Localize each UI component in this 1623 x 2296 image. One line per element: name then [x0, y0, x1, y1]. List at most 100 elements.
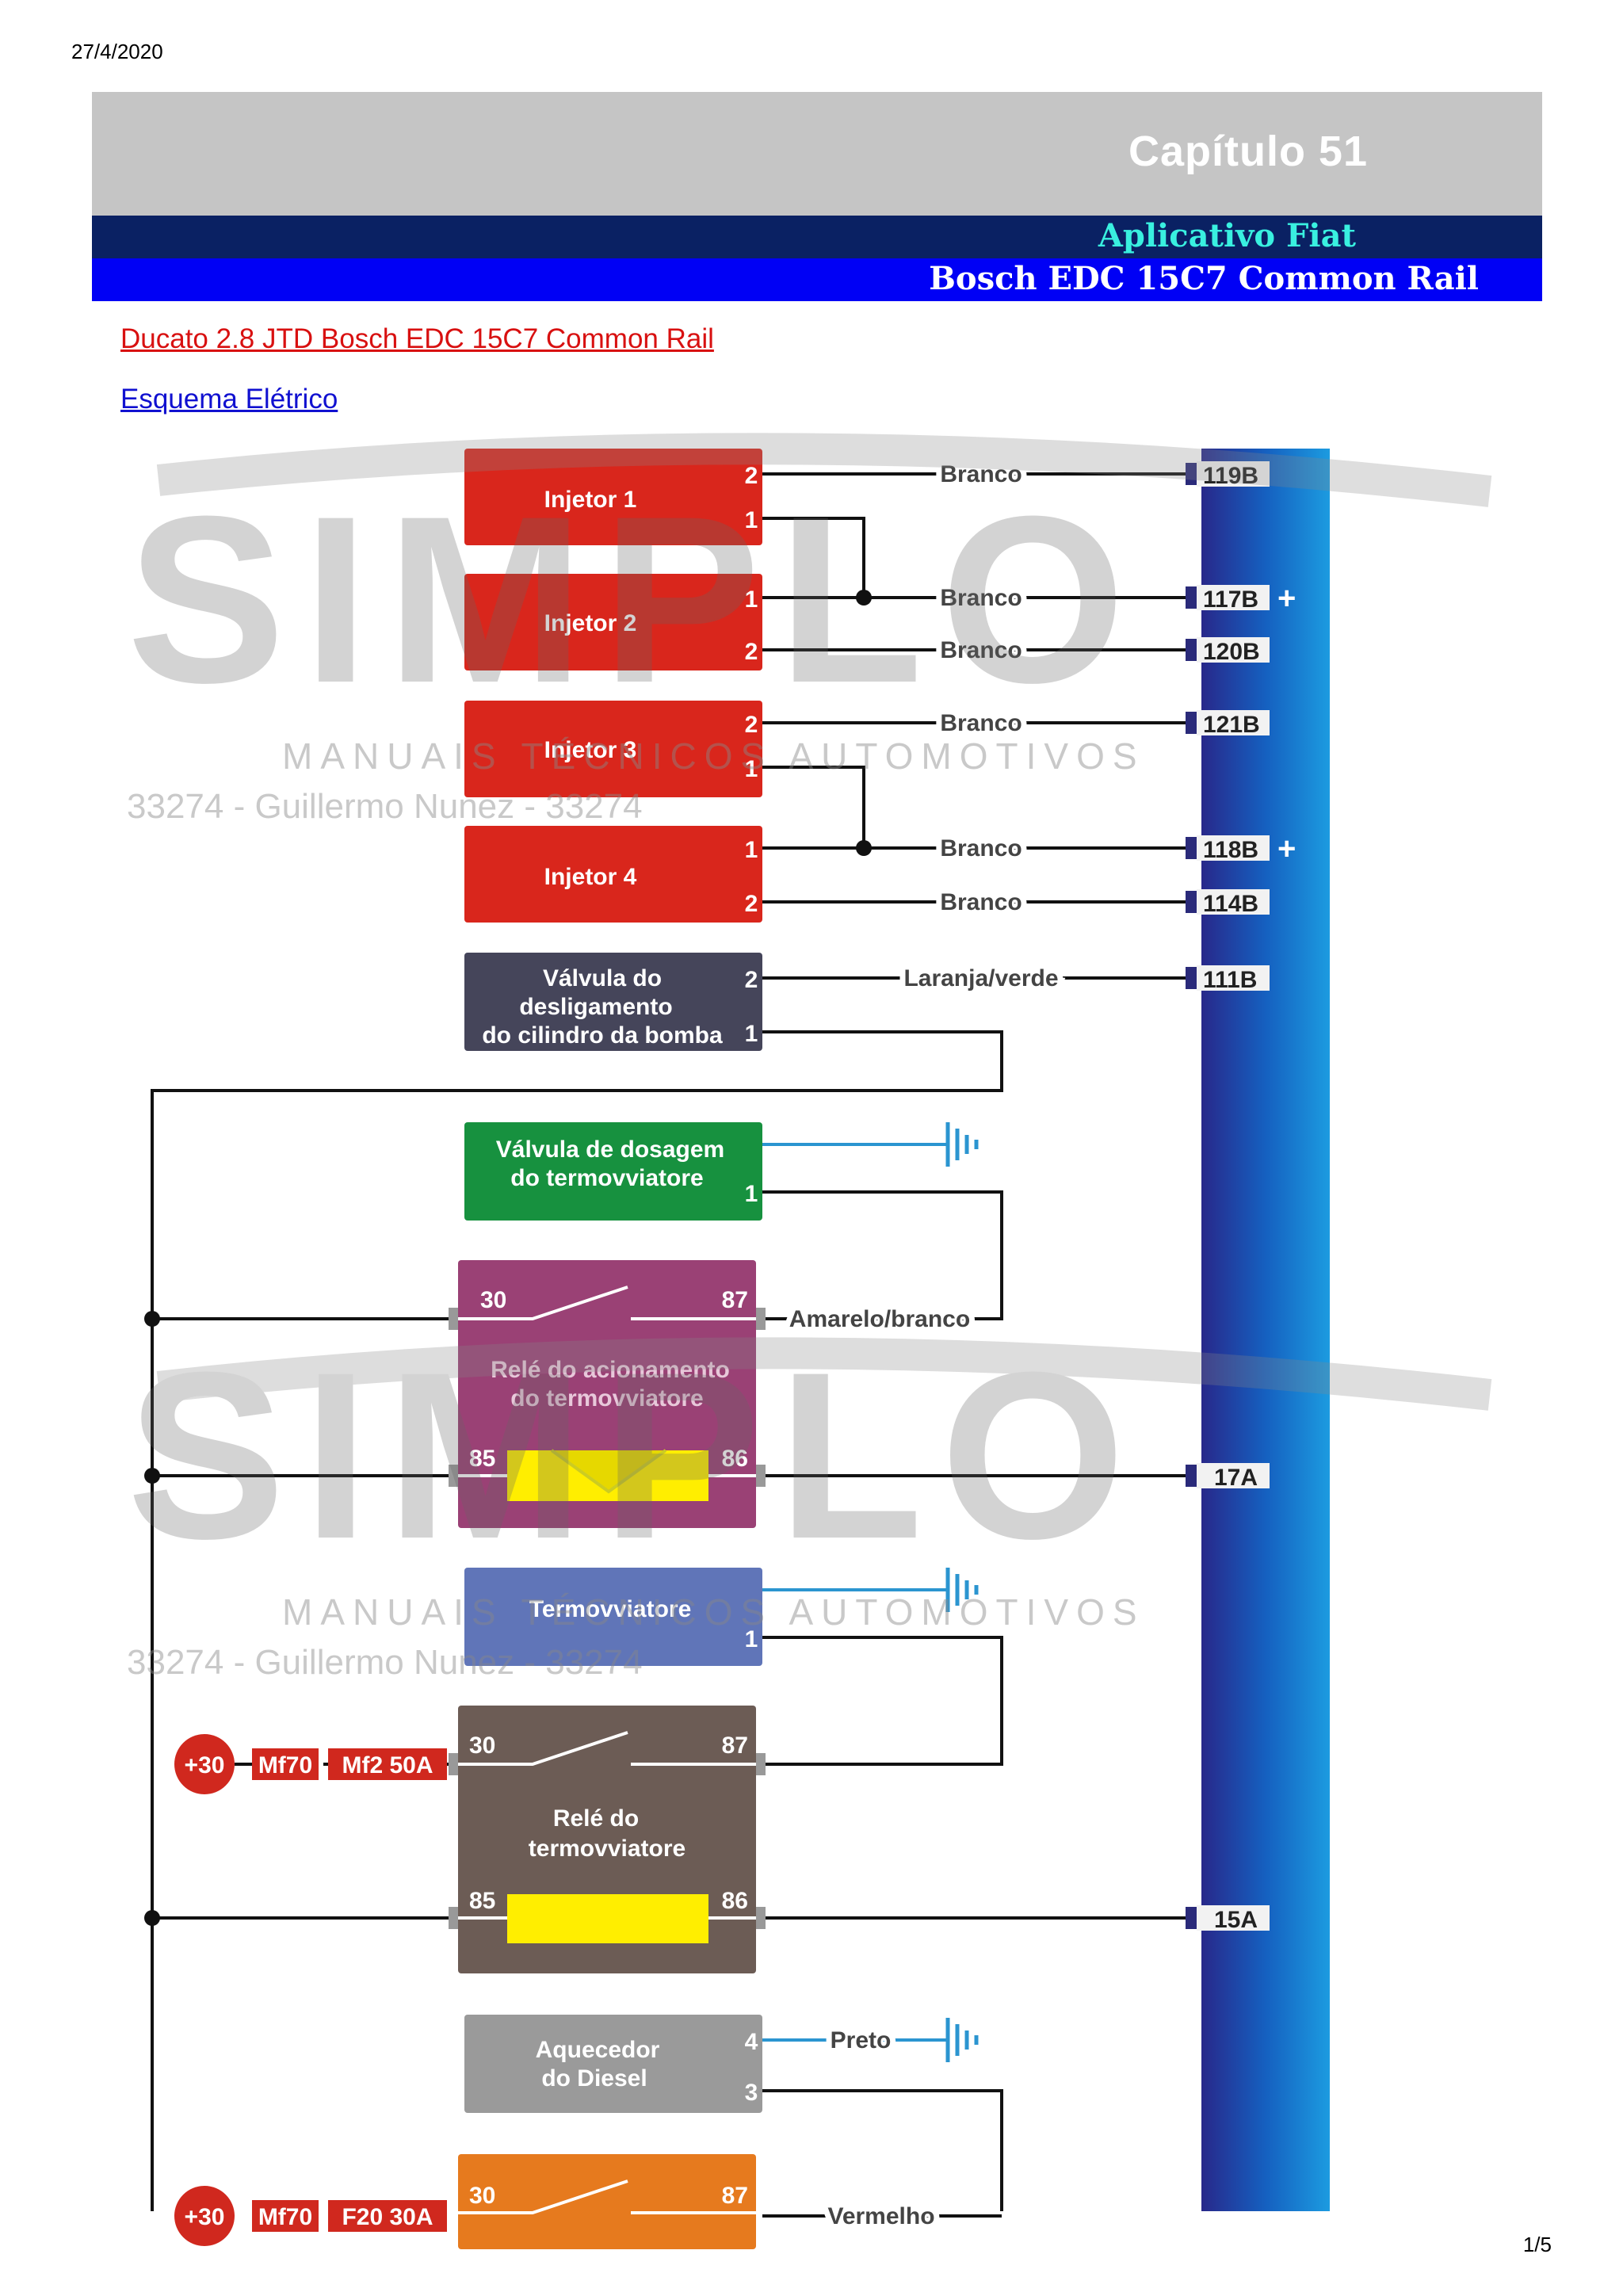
svg-text:SIMPLO: SIMPLO — [127, 1322, 1143, 1588]
wire-label: Branco — [940, 461, 1022, 487]
pin-label: 87 — [722, 2183, 748, 2209]
svg-text:Mf70: Mf70 — [258, 2204, 312, 2230]
junction-dot — [144, 1468, 160, 1484]
pin-label: 2 — [745, 712, 758, 738]
svg-text:33274 - Guillermo Nunez - 3327: 33274 - Guillermo Nunez - 33274 — [127, 787, 643, 826]
watermark: SIMPLO SIMPLO — [127, 433, 1492, 1588]
heater-relay — [458, 2154, 756, 2249]
ecu-pin-119b: 119B — [1186, 461, 1270, 489]
wire-label: Amarelo/branco — [789, 1306, 970, 1332]
dosing-valve-label: Válvula de dosagem — [496, 1137, 724, 1163]
chapter-title: Capítulo 51 — [1128, 128, 1368, 175]
svg-text:15A: 15A — [1214, 1907, 1258, 1933]
valve-label: do cilindro da bomba — [482, 1022, 723, 1049]
svg-text:+30: +30 — [185, 2204, 225, 2230]
injector-4-label: Injetor 4 — [544, 864, 637, 890]
injector-1 — [464, 449, 762, 545]
relay-coil — [507, 1894, 708, 1943]
svg-text:118B: 118B — [1203, 837, 1258, 863]
injector-2-label: Injetor 2 — [544, 610, 637, 636]
wire-label: Laranja/verde — [903, 965, 1058, 991]
fuse-f20 — [328, 2200, 447, 2232]
injector-3 — [464, 701, 762, 797]
injector-3-label: Injetor 3 — [544, 737, 637, 763]
pin-label: 87 — [722, 1733, 748, 1759]
supply-plus30 — [174, 2186, 235, 2246]
svg-text:+30: +30 — [185, 1752, 225, 1778]
svg-text:Mf2 50A: Mf2 50A — [342, 1752, 433, 1778]
supply-plus30 — [174, 1734, 235, 1794]
ecu-pin-15a: 15A — [1186, 1905, 1270, 1933]
plus-sign: + — [1277, 581, 1296, 616]
fuse-mf2 — [328, 1748, 447, 1780]
svg-text:120B: 120B — [1203, 639, 1260, 665]
junction-dot — [856, 840, 872, 856]
svg-text:SIMPLO: SIMPLO — [127, 466, 1143, 732]
ecu-pin-121b: 121B — [1186, 710, 1270, 738]
ground-icon — [945, 1122, 979, 1167]
ecu-pin-111b: 111B — [1186, 965, 1270, 993]
ecu-pin-114b: 114B — [1186, 889, 1270, 917]
injector-2 — [464, 574, 762, 670]
relay-label: Relé do — [553, 1805, 639, 1832]
fuse-mf70 — [252, 1748, 319, 1780]
pin-label: 30 — [480, 1287, 506, 1313]
ecu-pin-17a: 17A — [1186, 1463, 1270, 1491]
pin-label: 87 — [722, 1287, 748, 1313]
svg-text:117B: 117B — [1203, 586, 1258, 613]
print-date: 27/4/2020 — [71, 40, 163, 63]
svg-text:MANUAIS TÉCNICOS AUTOMOTIVOS: MANUAIS TÉCNICOS AUTOMOTIVOS — [282, 1591, 1145, 1633]
termovviatore — [464, 1568, 762, 1666]
pin-label: 4 — [745, 2029, 758, 2055]
wire-label: Branco — [940, 835, 1022, 861]
dosing-valve — [464, 1122, 762, 1221]
ground-icon — [945, 1568, 979, 1612]
svg-text:F20 30A: F20 30A — [342, 2204, 433, 2230]
relay-label: Relé do acionamento — [491, 1357, 730, 1383]
model-link[interactable]: Ducato 2.8 JTD Bosch EDC 15C7 Common Rai… — [120, 323, 714, 354]
pin-label: 86 — [722, 1888, 748, 1914]
app-line: Aplicativo Fiat — [1098, 217, 1356, 254]
relay-label: do termovviatore — [510, 1385, 703, 1412]
ecu-pin-120b: 120B — [1186, 637, 1270, 665]
ecu-pin-117b: 117B — [1186, 585, 1270, 613]
schema-link[interactable]: Esquema Elétrico — [120, 384, 338, 415]
system-line: Bosch EDC 15C7 Common Rail — [929, 260, 1479, 297]
heater-label: do Diesel — [541, 2065, 647, 2092]
pin-label: 1 — [745, 507, 758, 533]
svg-text:Mf70: Mf70 — [258, 1752, 312, 1778]
pin-label: 3 — [745, 2080, 758, 2106]
wire-label: Branco — [940, 585, 1022, 611]
relay-label: termovviatore — [529, 1836, 685, 1862]
wire-label: Branco — [940, 710, 1022, 736]
watermark-text: MANUAIS TÉCNICOS AUTOMOTIVOS 33274 - Gui… — [127, 735, 1145, 1682]
svg-text:119B: 119B — [1203, 463, 1258, 489]
termovviatore-label: Termovviatore — [529, 1596, 692, 1622]
svg-text:33274 - Guillermo Nunez - 3327: 33274 - Guillermo Nunez - 33274 — [127, 1643, 643, 1682]
valve-label: Válvula do — [543, 965, 662, 991]
injector-1-label: Injetor 1 — [544, 487, 637, 513]
svg-text:121B: 121B — [1203, 712, 1260, 738]
pin-label: 2 — [745, 891, 758, 917]
pin-label: 30 — [469, 1733, 495, 1759]
junction-dot — [144, 1910, 160, 1926]
wire-label: Branco — [940, 889, 1022, 915]
svg-text:MANUAIS TÉCNICOS AUTOMOTIVOS: MANUAIS TÉCNICOS AUTOMOTIVOS — [282, 735, 1145, 777]
wire-label: Vermelho — [827, 2203, 934, 2229]
heater-label: Aquecedor — [536, 2037, 660, 2063]
header-chapter-bar: Capítulo 51 — [92, 92, 1542, 216]
page-number: 1/5 — [1522, 2233, 1552, 2256]
wiring-diagram: Branco Branco Branco Branco Branco Branc… — [127, 433, 1492, 2249]
wire-label: Preto — [831, 2027, 892, 2053]
pin-label: 1 — [745, 756, 758, 782]
ground-icon — [945, 2018, 979, 2062]
pin-label: 1 — [745, 586, 758, 613]
pump-shutoff-valve — [464, 953, 762, 1051]
header-system-bar: Bosch EDC 15C7 Common Rail — [92, 258, 1542, 301]
fuse-mf70 — [252, 2200, 319, 2232]
diesel-heater — [464, 2015, 762, 2113]
pin-label: 2 — [745, 463, 758, 489]
pin-label: 2 — [745, 639, 758, 665]
junction-dot — [856, 590, 872, 606]
wire-label: Branco — [940, 637, 1022, 663]
